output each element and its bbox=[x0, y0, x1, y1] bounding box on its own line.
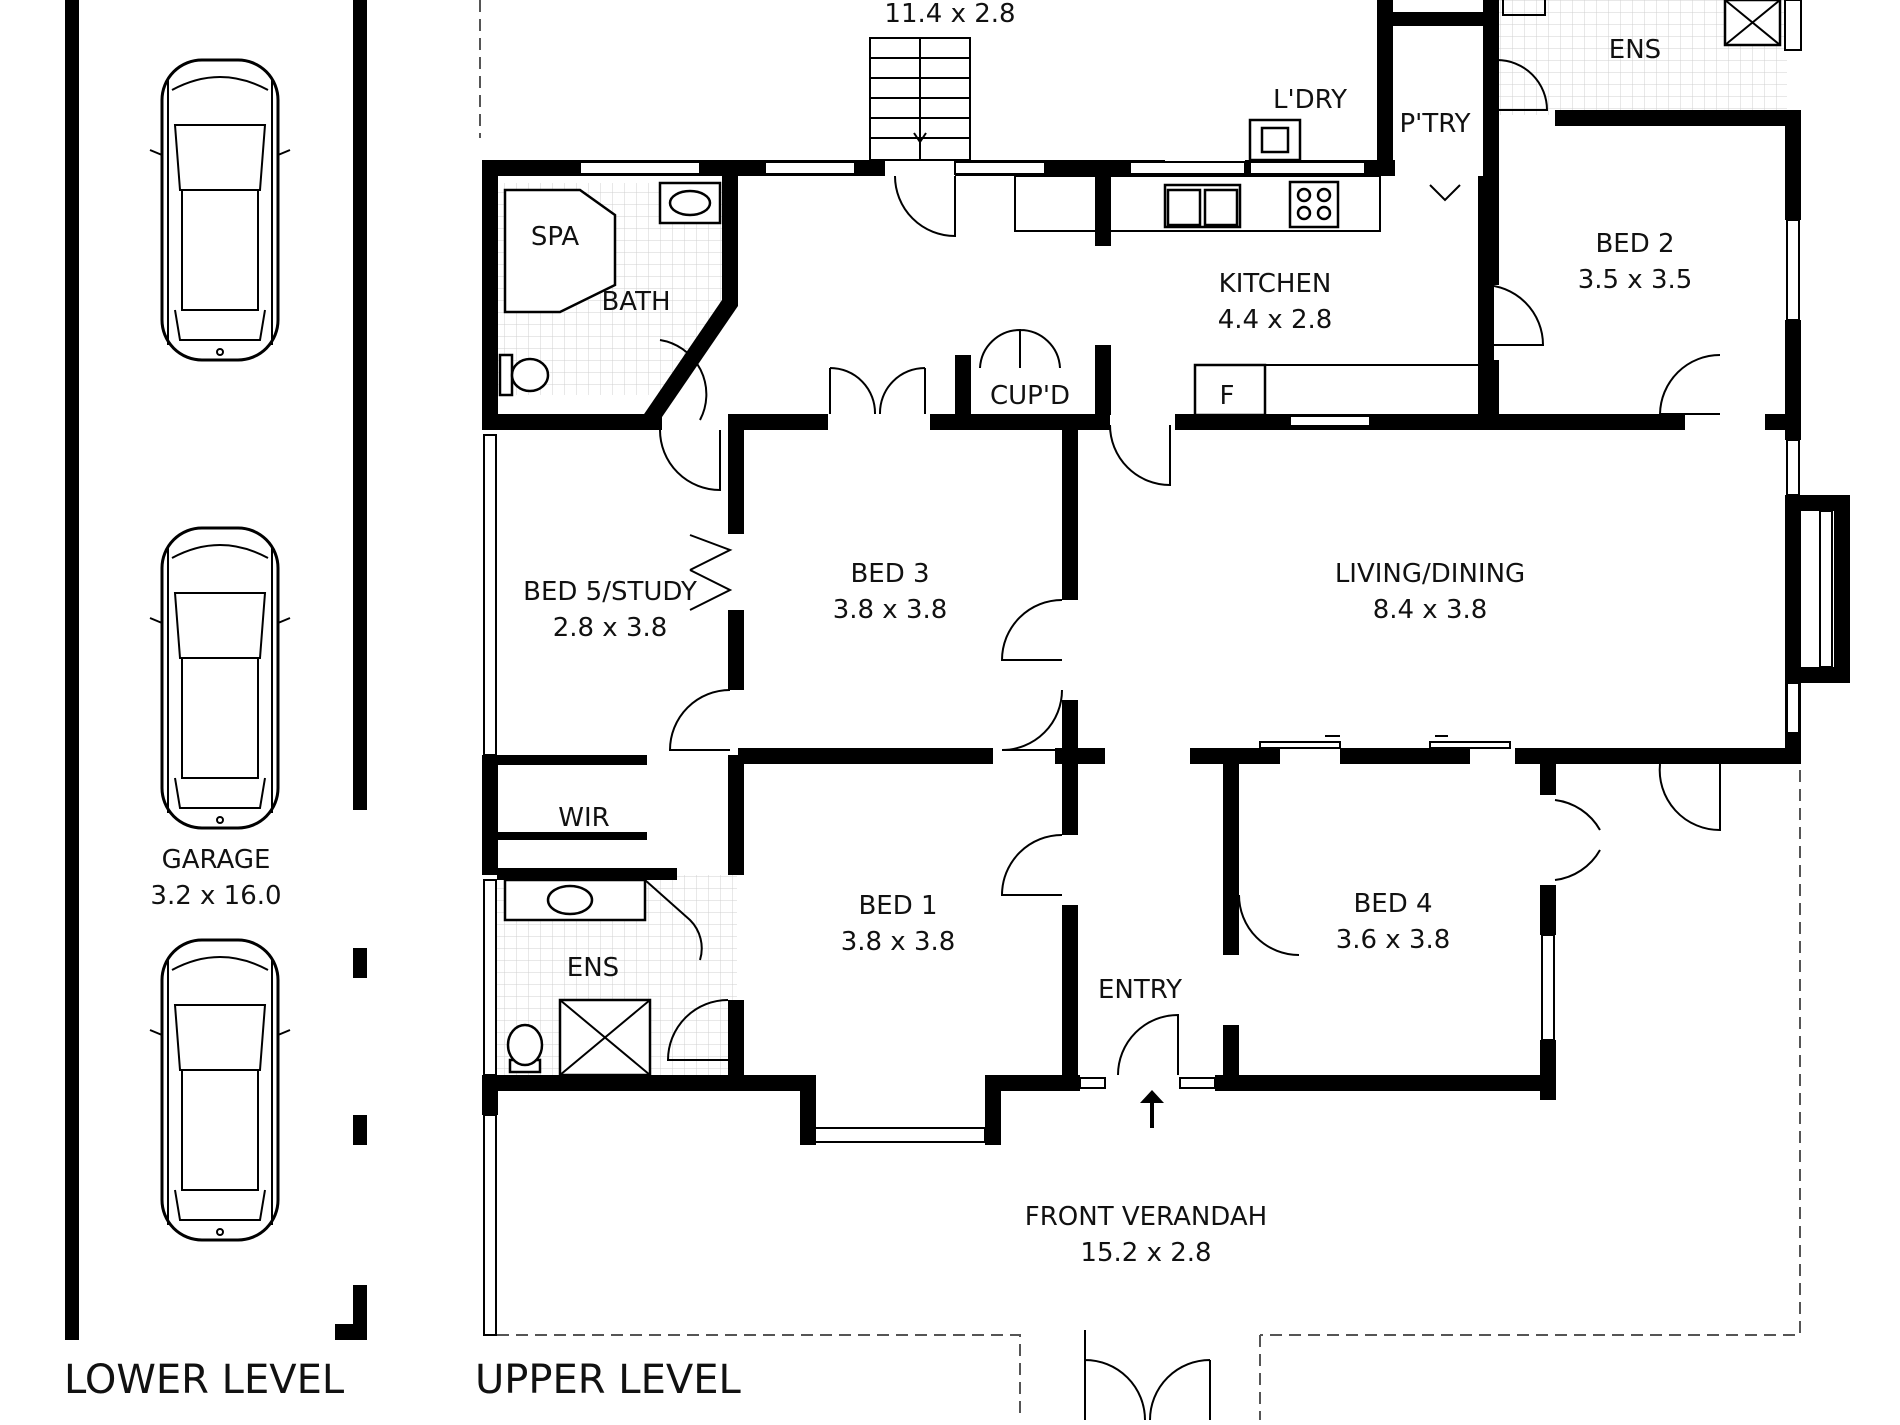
kitchen-size: 4.4 x 2.8 bbox=[1218, 305, 1333, 335]
ensuite1-label: ENS bbox=[567, 953, 619, 983]
laundry-label: L'DRY bbox=[1273, 85, 1347, 115]
bath-label: BATH bbox=[601, 287, 670, 317]
room-labels: 11.4 x 2.8 ENS L'DRY P'TRY SPA BATH KITC… bbox=[523, 0, 1692, 1268]
doors[interactable] bbox=[644, 59, 1721, 1421]
bed5-label: BED 5/STUDY bbox=[523, 577, 697, 607]
spa-label: SPA bbox=[531, 222, 580, 252]
cupboard-label: CUP'D bbox=[990, 381, 1070, 411]
bed4-size: 3.6 x 3.8 bbox=[1336, 925, 1451, 955]
stairs bbox=[869, 37, 971, 161]
garage-size: 3.2 x 16.0 bbox=[150, 881, 281, 911]
bed2-label: BED 2 bbox=[1595, 229, 1674, 259]
bed3-size: 3.8 x 3.8 bbox=[833, 595, 948, 625]
bed1-label: BED 1 bbox=[858, 891, 937, 921]
garage-label: GARAGE bbox=[162, 845, 271, 875]
fridge-label: F bbox=[1220, 381, 1235, 411]
windows bbox=[483, 0, 1833, 1336]
entry-arrow-icon bbox=[1140, 1090, 1164, 1128]
entry-label: ENTRY bbox=[1098, 975, 1182, 1005]
ensuite2-label: ENS bbox=[1609, 35, 1661, 65]
wir-label: WIR bbox=[558, 803, 609, 833]
car-icon bbox=[148, 526, 292, 830]
deck-size: 11.4 x 2.8 bbox=[884, 0, 1015, 29]
outdoor-boundaries bbox=[479, 0, 1801, 1420]
bed2-size: 3.5 x 3.5 bbox=[1578, 265, 1693, 295]
upper-level-title: UPPER LEVEL bbox=[475, 1357, 741, 1403]
fixtures bbox=[498, 0, 1782, 1077]
pantry-label: P'TRY bbox=[1400, 109, 1471, 139]
living-size: 8.4 x 3.8 bbox=[1373, 595, 1488, 625]
verandah-label: FRONT VERANDAH bbox=[1025, 1202, 1267, 1232]
garage-area: GARAGE 3.2 x 16.0 bbox=[65, 0, 367, 1340]
car-icon bbox=[148, 58, 292, 362]
sliding-doors[interactable] bbox=[1259, 735, 1511, 749]
bed3-label: BED 3 bbox=[850, 559, 929, 589]
living-label: LIVING/DINING bbox=[1335, 559, 1525, 589]
bed1-size: 3.8 x 3.8 bbox=[841, 927, 956, 957]
verandah-size: 15.2 x 2.8 bbox=[1080, 1238, 1211, 1268]
kitchen-label: KITCHEN bbox=[1219, 269, 1332, 299]
bed5-size: 2.8 x 3.8 bbox=[553, 613, 668, 643]
car-icon bbox=[148, 938, 292, 1242]
bed4-label: BED 4 bbox=[1353, 889, 1432, 919]
lower-level-title: LOWER LEVEL bbox=[64, 1357, 345, 1403]
